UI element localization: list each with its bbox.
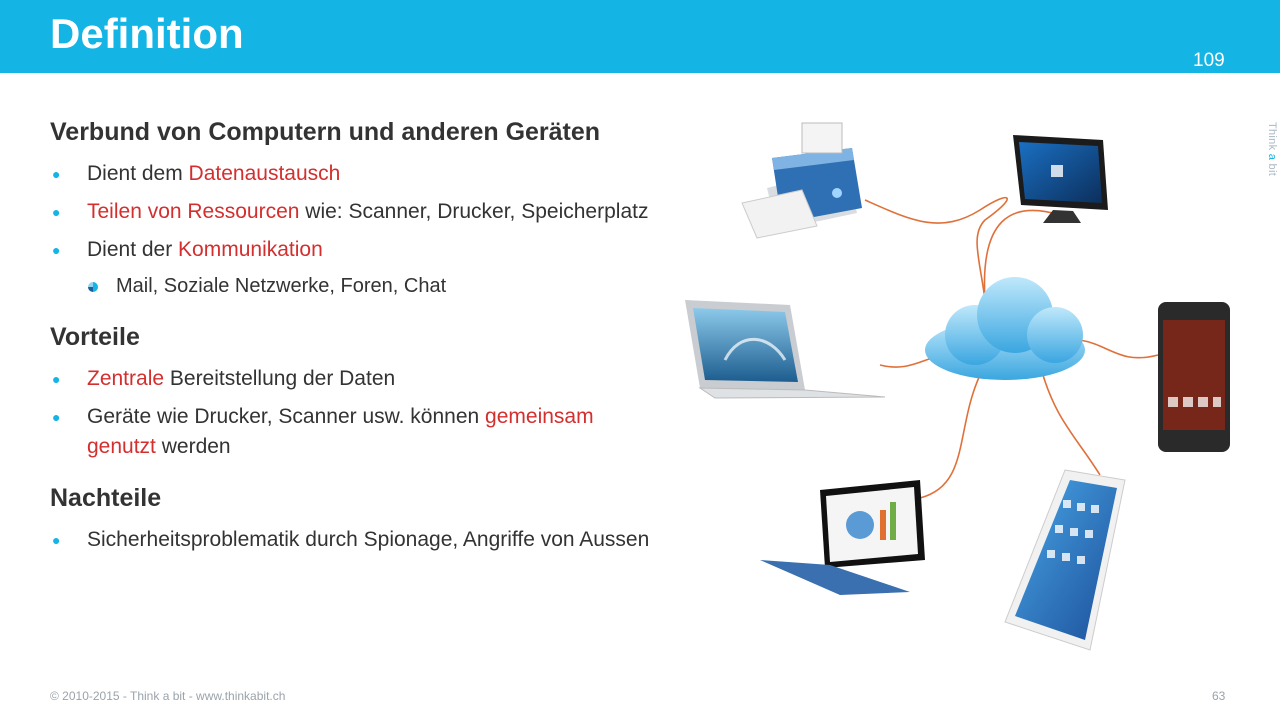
item-highlight: Datenaustausch	[188, 162, 341, 185]
printer-icon	[741, 122, 862, 239]
slide-title: Definition	[50, 10, 244, 57]
bullet-dot-icon: ●	[52, 166, 61, 182]
item-text: Geräte wie Drucker, Scanner usw. können	[87, 405, 486, 428]
item-highlight: gemeinsam genutzt	[87, 405, 594, 458]
sub-list-item: Mail, Soziale Netzwerke, Foren, Chat	[50, 271, 650, 301]
tablet-icon	[1004, 469, 1126, 651]
sub-bullet-icon	[88, 282, 98, 292]
list-item: ● Geräte wie Drucker, Scanner usw. könne…	[50, 402, 650, 462]
brand-text-pre: Think	[1266, 122, 1278, 154]
brand-text-post: bit	[1266, 160, 1278, 177]
item-text: Sicherheitsproblematik durch Spionage, A…	[87, 528, 650, 551]
item-text: wie: Scanner, Drucker, Speicherplatz	[299, 200, 649, 223]
section-heading: Vorteile	[50, 323, 140, 351]
network-illustration	[685, 122, 1230, 651]
bullet-list: ● Sicherheitsproblematik durch Spionage,…	[50, 525, 650, 555]
item-text: werden	[155, 435, 231, 458]
item-highlight: Zentrale	[87, 367, 165, 390]
bullet-dot-icon: ●	[52, 409, 61, 425]
section-heading: Verbund von Computern und anderen Geräte…	[50, 118, 601, 146]
cable-monitor	[983, 209, 1061, 301]
item-text: Dient dem	[87, 162, 189, 185]
item-highlight: Kommunikation	[178, 238, 323, 261]
convertible-tablet-icon	[760, 480, 925, 595]
list-item: ● Sicherheitsproblematik durch Spionage,…	[50, 525, 650, 555]
bullet-dot-icon: ●	[52, 371, 61, 387]
list-item: ● Dient der Kommunikation	[50, 235, 650, 265]
brand-vertical-label: Think a bit	[1266, 122, 1278, 176]
bullet-dot-icon: ●	[52, 204, 61, 220]
tablet-app-icons	[1047, 500, 1099, 564]
item-text: Dient der	[87, 238, 179, 261]
cloud-icon	[925, 277, 1085, 380]
brand-text-a: a	[1266, 153, 1278, 161]
item-text: Bereitstellung der Daten	[164, 367, 396, 390]
laptop-icon	[685, 300, 886, 399]
section-nachteile: Nachteile ● Sicherheitsproblematik durch…	[50, 484, 650, 555]
sub-item-text: Mail, Soziale Netzwerke, Foren, Chat	[116, 275, 447, 297]
section-vorteile: Vorteile ● Zentrale Bereitstellung der D…	[50, 323, 650, 462]
section-definition: Verbund von Computern und anderen Geräte…	[50, 118, 650, 301]
footer-copyright: © 2010-2015 - Think a bit - www.thinkabi…	[50, 689, 286, 703]
footer-page-number: 63	[1212, 689, 1226, 703]
phone-app-icons	[1168, 397, 1221, 407]
bullet-list: ● Dient dem Datenaustausch ● Teilen von …	[50, 159, 650, 301]
item-highlight: Teilen von Ressourcen	[87, 200, 300, 223]
section-heading: Nachteile	[50, 484, 162, 512]
smartphone-icon	[1158, 302, 1230, 452]
desktop-monitor-icon	[1013, 135, 1108, 223]
title-bar: Definition 109	[0, 0, 1280, 73]
cable-convertible	[919, 374, 981, 499]
cable-tablet	[1039, 364, 1101, 476]
list-item: ● Zentrale Bereitstellung der Daten	[50, 364, 650, 394]
cable-phone	[1079, 339, 1159, 359]
slide-number: 109	[1193, 50, 1225, 71]
slide-content: Verbund von Computern und anderen Geräte…	[50, 118, 650, 569]
bullet-dot-icon: ●	[52, 532, 61, 548]
cable-printer	[864, 196, 1008, 301]
bullet-dot-icon: ●	[52, 242, 61, 258]
list-item: ● Dient dem Datenaustausch	[50, 159, 650, 189]
list-item: ● Teilen von Ressourcen wie: Scanner, Dr…	[50, 197, 650, 227]
bullet-list: ● Zentrale Bereitstellung der Daten ● Ge…	[50, 364, 650, 462]
